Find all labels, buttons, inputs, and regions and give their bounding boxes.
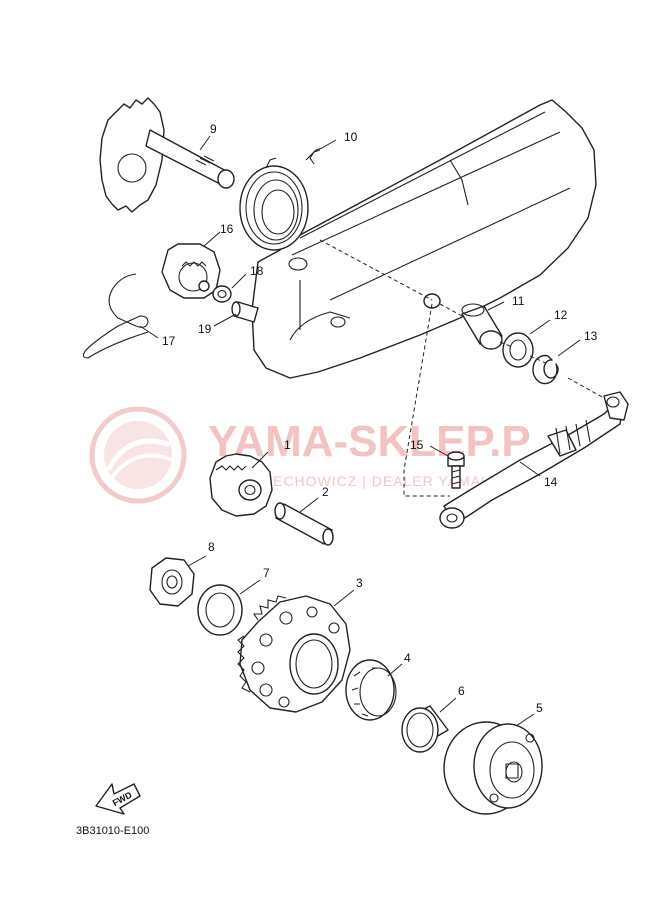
- part-5-clutch-housing: [443, 721, 543, 815]
- fwd-arrow-icon: FWD: [95, 783, 141, 815]
- part-19-pin: [231, 301, 259, 323]
- label-2: 2: [322, 485, 329, 499]
- label-9: 9: [210, 122, 217, 136]
- watermark-logo-icon: [89, 406, 187, 504]
- part-17-clip: [82, 273, 149, 359]
- part-14-kick-crank: [439, 391, 629, 529]
- label-3: 3: [356, 576, 363, 590]
- part-2-shaft: [274, 502, 334, 546]
- label-14: 14: [544, 475, 558, 489]
- diagram-code: 3B31010-E100: [76, 825, 149, 837]
- label-19: 19: [198, 322, 212, 336]
- spring-hook: [309, 149, 321, 165]
- label-8: 8: [208, 540, 215, 554]
- label-17: 17: [162, 334, 176, 348]
- part-7-washer: [197, 584, 243, 636]
- label-6: 6: [458, 684, 465, 698]
- part-13-circlip: [532, 354, 559, 385]
- part-12-oil-seal: [502, 332, 534, 368]
- label-4: 4: [404, 651, 411, 665]
- label-10: 10: [344, 130, 358, 144]
- label-1: 1: [284, 438, 291, 452]
- part-18-washer: [212, 285, 232, 303]
- part-11-bushing: [461, 303, 503, 350]
- callout-labels: 1 2 3 4 5 6 7 8 9 10 11 12 13 14 15 16 1…: [162, 122, 598, 715]
- part-6-collar: [401, 705, 449, 753]
- label-12: 12: [554, 308, 568, 322]
- part-9-kick-axle: [99, 97, 235, 213]
- part-10-kick-spring: [239, 147, 323, 251]
- label-18: 18: [250, 264, 264, 278]
- crankcase-cover: [251, 99, 597, 379]
- label-11: 11: [512, 294, 525, 308]
- part-1-idle-gear: [209, 453, 273, 517]
- part-16-kick-drive-gear: [161, 243, 221, 299]
- label-15: 15: [410, 438, 424, 452]
- part-15-bolt: [447, 451, 465, 489]
- label-7: 7: [263, 566, 270, 580]
- watermark-tagline: RECHOWICZ | DEALER YAMAHA: [262, 473, 502, 489]
- part-3-starter-gear: [237, 595, 351, 713]
- assembly-lines: [319, 239, 605, 497]
- watermark: YAMA-SKLEP.P RECHOWICZ | DEALER YAMAHA: [89, 406, 531, 504]
- label-13: 13: [584, 329, 598, 343]
- label-16: 16: [220, 222, 234, 236]
- leader-lines: [139, 135, 581, 727]
- part-8-nut: [149, 557, 195, 607]
- part-4-bearing: [345, 659, 397, 721]
- label-5: 5: [536, 701, 543, 715]
